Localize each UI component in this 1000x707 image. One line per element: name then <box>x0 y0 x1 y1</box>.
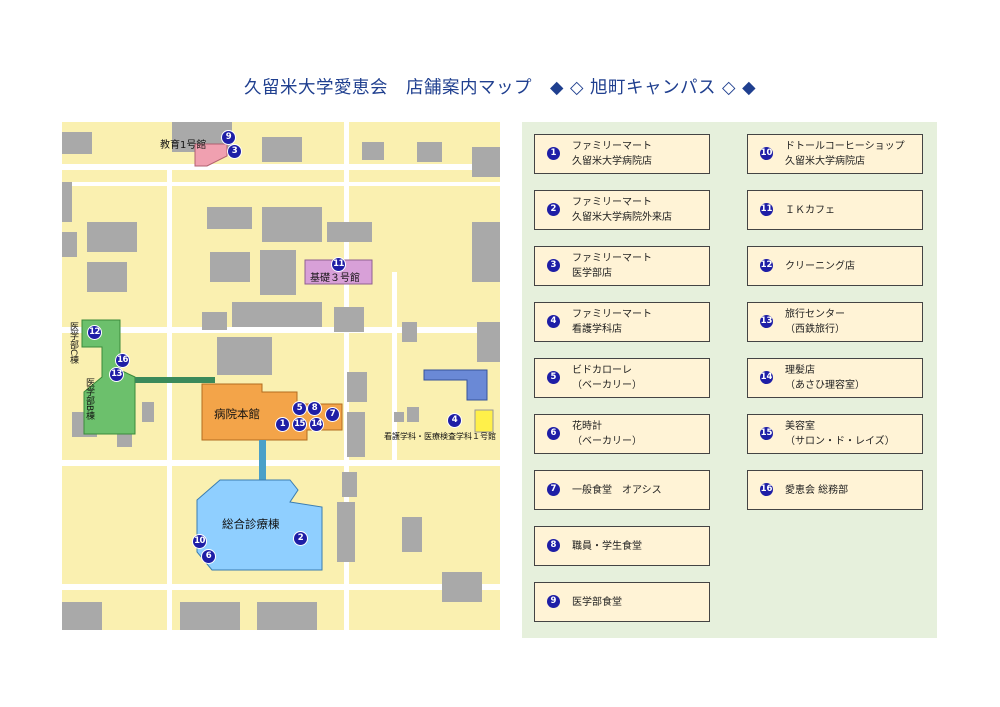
map-marker-13[interactable]: 13 <box>110 368 123 381</box>
map-marker-11[interactable]: 11 <box>332 258 345 271</box>
legend-number: 11 <box>760 203 773 216</box>
legend-number: 6 <box>547 427 560 440</box>
map-marker-3[interactable]: 3 <box>228 145 241 158</box>
legend-item-5[interactable]: 5 ビドカローレ （ベーカリー） <box>534 358 710 398</box>
campus-map: 教育1号館 基礎３号館 医学部C棟 医学部B棟 病院本館 総合診療棟 看護学科・… <box>62 122 500 630</box>
legend-detail: 久留米大学病院店 <box>785 156 865 167</box>
legend-number: 14 <box>760 371 773 384</box>
map-marker-2[interactable]: 2 <box>294 532 307 545</box>
legend-name: 医学部食堂 <box>572 596 622 608</box>
label-igakubu-c: 医学部C棟 <box>68 322 78 365</box>
legend-name: ＩＫカフェ <box>785 204 835 216</box>
legend-number: 5 <box>547 371 560 384</box>
legend-detail: （サロン・ド・レイズ） <box>785 436 895 447</box>
legend-item-3[interactable]: 3 ファミリーマート医学部店 <box>534 246 710 286</box>
legend-item-9[interactable]: 9 医学部食堂 <box>534 582 710 622</box>
legend-name: 花時計 <box>572 421 602 432</box>
map-marker-12[interactable]: 12 <box>88 326 101 339</box>
legend-name: ファミリーマート <box>572 253 652 264</box>
legend-number: 2 <box>547 203 560 216</box>
legend-number: 15 <box>760 427 773 440</box>
legend-item-13[interactable]: 13 旅行センター （西鉄旅行） <box>747 302 923 342</box>
legend-item-2[interactable]: 2 ファミリーマート久留米大学病院外来店 <box>534 190 710 230</box>
map-marker-10[interactable]: 10 <box>193 535 206 548</box>
legend-name: 一般食堂 オアシス <box>572 484 662 496</box>
label-igakubu-b: 医学部B棟 <box>84 378 94 421</box>
legend-number: 8 <box>547 539 560 552</box>
legend-name: 愛恵会 総務部 <box>785 484 849 496</box>
legend-name: 美容室 <box>785 421 815 432</box>
legend-name: ファミリーマート <box>572 141 652 152</box>
legend-number: 7 <box>547 483 560 496</box>
legend-item-6[interactable]: 6 花時計 （ベーカリー） <box>534 414 710 454</box>
legend-item-11[interactable]: 11 ＩＫカフェ <box>747 190 923 230</box>
legend-name: ファミリーマート <box>572 197 652 208</box>
legend-number: 9 <box>547 595 560 608</box>
legend-item-12[interactable]: 12 クリーニング店 <box>747 246 923 286</box>
map-marker-14[interactable]: 14 <box>310 418 323 431</box>
map-marker-5[interactable]: 5 <box>293 402 306 415</box>
map-marker-15[interactable]: 15 <box>293 418 306 431</box>
legend-number: 12 <box>760 259 773 272</box>
legend-detail: 看護学科店 <box>572 324 622 335</box>
map-marker-4[interactable]: 4 <box>448 414 461 427</box>
legend-name: ファミリーマート <box>572 309 652 320</box>
map-marker-6[interactable]: 6 <box>202 550 215 563</box>
legend-name: ドトールコーヒーショップ <box>785 141 905 152</box>
legend-item-16[interactable]: 16 愛恵会 総務部 <box>747 470 923 510</box>
legend-name: 職員・学生食堂 <box>572 540 642 552</box>
legend-name: クリーニング店 <box>785 260 855 272</box>
legend-item-15[interactable]: 15 美容室 （サロン・ド・レイズ） <box>747 414 923 454</box>
legend-item-1[interactable]: 1 ファミリーマート久留米大学病院店 <box>534 134 710 174</box>
legend-detail: 医学部店 <box>572 268 612 279</box>
map-marker-16[interactable]: 16 <box>116 354 129 367</box>
legend-name: ビドカローレ <box>572 365 632 376</box>
legend-item-7[interactable]: 7 一般食堂 オアシス <box>534 470 710 510</box>
legend-detail: （あさひ理容室） <box>785 380 865 391</box>
legend-name: 旅行センター <box>785 309 845 320</box>
legend-detail: 久留米大学病院外来店 <box>572 212 672 223</box>
legend-detail: （西鉄旅行） <box>785 324 845 335</box>
page-title: 久留米大学愛恵会 店舗案内マップ ◆ ◇ 旭町キャンパス ◇ ◆ <box>243 78 757 98</box>
label-kango: 看護学科・医療検査学科１号館 <box>384 432 496 441</box>
map-marker-8[interactable]: 8 <box>308 402 321 415</box>
legend-item-14[interactable]: 14 理髪店 （あさひ理容室） <box>747 358 923 398</box>
legend-detail: （ベーカリー） <box>572 436 642 447</box>
map-background <box>62 122 500 630</box>
legend-number: 16 <box>760 483 773 496</box>
label-kyoiku1: 教育1号館 <box>160 140 207 151</box>
map-marker-9[interactable]: 9 <box>222 131 235 144</box>
legend-number: 3 <box>547 259 560 272</box>
legend-detail: 久留米大学病院店 <box>572 156 652 167</box>
legend-number: 1 <box>547 147 560 160</box>
store-legend-panel: 1 ファミリーマート久留米大学病院店 2 ファミリーマート久留米大学病院外来店 … <box>522 122 937 638</box>
legend-number: 4 <box>547 315 560 328</box>
legend-number: 10 <box>760 147 773 160</box>
legend-item-10[interactable]: 10 ドトールコーヒーショップ久留米大学病院店 <box>747 134 923 174</box>
legend-item-8[interactable]: 8 職員・学生食堂 <box>534 526 710 566</box>
map-marker-7[interactable]: 7 <box>326 408 339 421</box>
label-kiso3: 基礎３号館 <box>310 273 360 284</box>
legend-name: 理髪店 <box>785 365 815 376</box>
legend-detail: （ベーカリー） <box>572 380 642 391</box>
label-hospital-main: 病院本館 <box>214 407 260 421</box>
map-marker-1[interactable]: 1 <box>276 418 289 431</box>
label-sogo-shinryo: 総合診療棟 <box>222 517 280 531</box>
legend-item-4[interactable]: 4 ファミリーマート看護学科店 <box>534 302 710 342</box>
legend-number: 13 <box>760 315 773 328</box>
